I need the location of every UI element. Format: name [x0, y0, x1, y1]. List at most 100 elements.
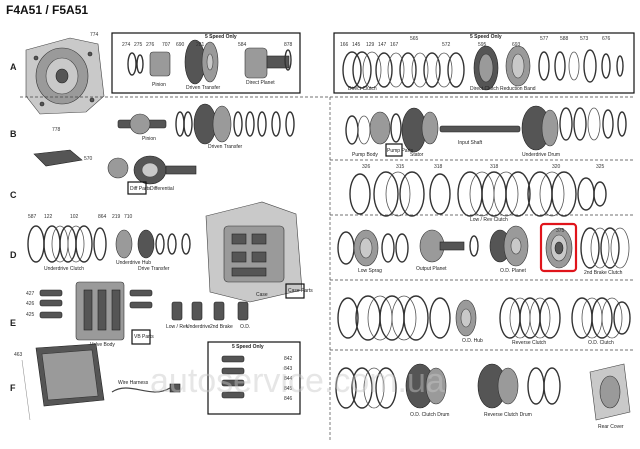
- underdrive-drum: [521, 105, 627, 151]
- part-number: 707: [162, 42, 171, 48]
- part-number: 584: [238, 42, 247, 48]
- component-label: Differential: [150, 186, 174, 192]
- part-number: 676: [602, 36, 611, 42]
- od-clutch-pack-e: [337, 295, 451, 341]
- part-number: 276: [146, 42, 155, 48]
- direct-planet: [244, 47, 290, 79]
- reverse-clutch-pack: [499, 297, 561, 339]
- part-number: 710: [124, 214, 133, 220]
- wire-harness: [111, 383, 181, 393]
- component-label: Stator: [410, 152, 424, 158]
- part-number: 320: [552, 164, 561, 170]
- component-label: Pump Body: [352, 152, 378, 158]
- part-number: 842: [284, 356, 293, 362]
- od-planet: [489, 225, 529, 267]
- five-speed-only-box-top: [111, 32, 301, 94]
- part-number: 167: [390, 42, 399, 48]
- case-parts-box: [285, 283, 305, 299]
- drive-transfer: [137, 229, 191, 259]
- input-shaft: [439, 125, 521, 133]
- part-number: 463: [14, 352, 23, 358]
- component-label: 2nd Brake Clutch: [584, 270, 623, 276]
- component-label: O.D. Planet: [500, 268, 526, 274]
- part-number: 318: [490, 164, 499, 170]
- component-label: Reduction Band: [500, 86, 536, 92]
- part-number: 102: [70, 214, 79, 220]
- component-label: Pinion: [142, 136, 156, 142]
- rear-cover: [589, 363, 631, 421]
- vb-parts-box: [131, 329, 151, 345]
- part-number: 570: [84, 156, 93, 162]
- row-label-c: C: [10, 190, 17, 200]
- part-number: 693: [512, 42, 521, 48]
- part-number: 774: [90, 32, 99, 38]
- part-number: 878: [284, 42, 293, 48]
- component-label: VB Parts: [134, 334, 154, 340]
- pinion-assembly: [127, 51, 171, 77]
- component-label: O.D. Clutch Drum: [410, 412, 449, 418]
- second-brake-clutch: [580, 227, 630, 269]
- five-speed-valve-parts: [221, 355, 245, 399]
- highlighted-part[interactable]: 375: [539, 222, 578, 273]
- component-label: Case Parts: [288, 288, 313, 294]
- row-label-a: A: [10, 62, 17, 72]
- transmission-case: [205, 201, 303, 303]
- row-label-f: F: [10, 383, 16, 393]
- part-number: 425: [26, 312, 35, 318]
- pinion-shaft: [117, 113, 167, 135]
- part-number: 565: [410, 36, 419, 42]
- part-number: 129: [366, 42, 375, 48]
- part-number: 778: [52, 127, 61, 133]
- highlight-part-number: 375: [556, 228, 565, 234]
- reverse-clutch-drum-assembly: [477, 363, 561, 409]
- part-number: 864: [98, 214, 107, 220]
- component-label: Drive Transfer: [138, 266, 170, 272]
- component-label: Underdrive: [186, 324, 211, 330]
- component-label: Direct Planet: [246, 80, 275, 86]
- part-number: 595: [478, 42, 487, 48]
- component-label: Direct Clutch: [348, 86, 377, 92]
- component-label: Driven Transfer: [208, 144, 243, 150]
- component-label: O.D. Hub: [462, 338, 483, 344]
- part-number: 275: [134, 42, 143, 48]
- box-label: 5 Speed Only: [470, 34, 502, 40]
- component-label: Rear Cover: [598, 424, 624, 430]
- converter-housing: [25, 37, 105, 115]
- part-number: 572: [442, 42, 451, 48]
- part-number: 427: [26, 291, 35, 297]
- underdrive-clutch-pack: [27, 225, 107, 263]
- direct-clutch-pack: [342, 51, 465, 89]
- component-label: Pinion: [152, 82, 166, 88]
- part-number: 274: [122, 42, 131, 48]
- box-label: 5 Speed Only: [205, 34, 237, 40]
- driven-transfer-gear: [184, 39, 219, 85]
- part-number: 573: [580, 36, 589, 42]
- part-number: 325: [596, 164, 605, 170]
- part-number: 845: [284, 386, 293, 392]
- component-label: O.D.: [240, 324, 250, 330]
- component-label: Diff Parts: [130, 186, 151, 192]
- component-label: Underdrive Drum: [522, 152, 560, 158]
- solenoids: [39, 289, 153, 319]
- part-number: 846: [284, 396, 293, 402]
- part-number: 315: [396, 164, 405, 170]
- valve-body: [75, 281, 125, 341]
- component-label: Input Shaft: [458, 140, 483, 146]
- part-number: 588: [560, 36, 569, 42]
- component-label: Low / Rev Clutch: [470, 217, 508, 223]
- component-label: Driven Transfer: [186, 85, 221, 91]
- part-number: 426: [26, 301, 35, 307]
- part-number: 318: [434, 164, 443, 170]
- diff-parts-box: [127, 181, 147, 195]
- five-speed-only-box-bottom: [207, 341, 301, 415]
- part-number: 219: [112, 214, 121, 220]
- driven-transfer-gear-b: [175, 103, 295, 145]
- part-number: 281: [196, 42, 205, 48]
- snap-ring: [284, 49, 292, 71]
- od-clutch-drum-assembly: [335, 363, 447, 409]
- five-speed-only-box-top-right: [333, 32, 635, 94]
- component-label: Underdrive Clutch: [44, 266, 84, 272]
- low-sprag: [337, 229, 409, 267]
- part-number: 844: [284, 376, 293, 382]
